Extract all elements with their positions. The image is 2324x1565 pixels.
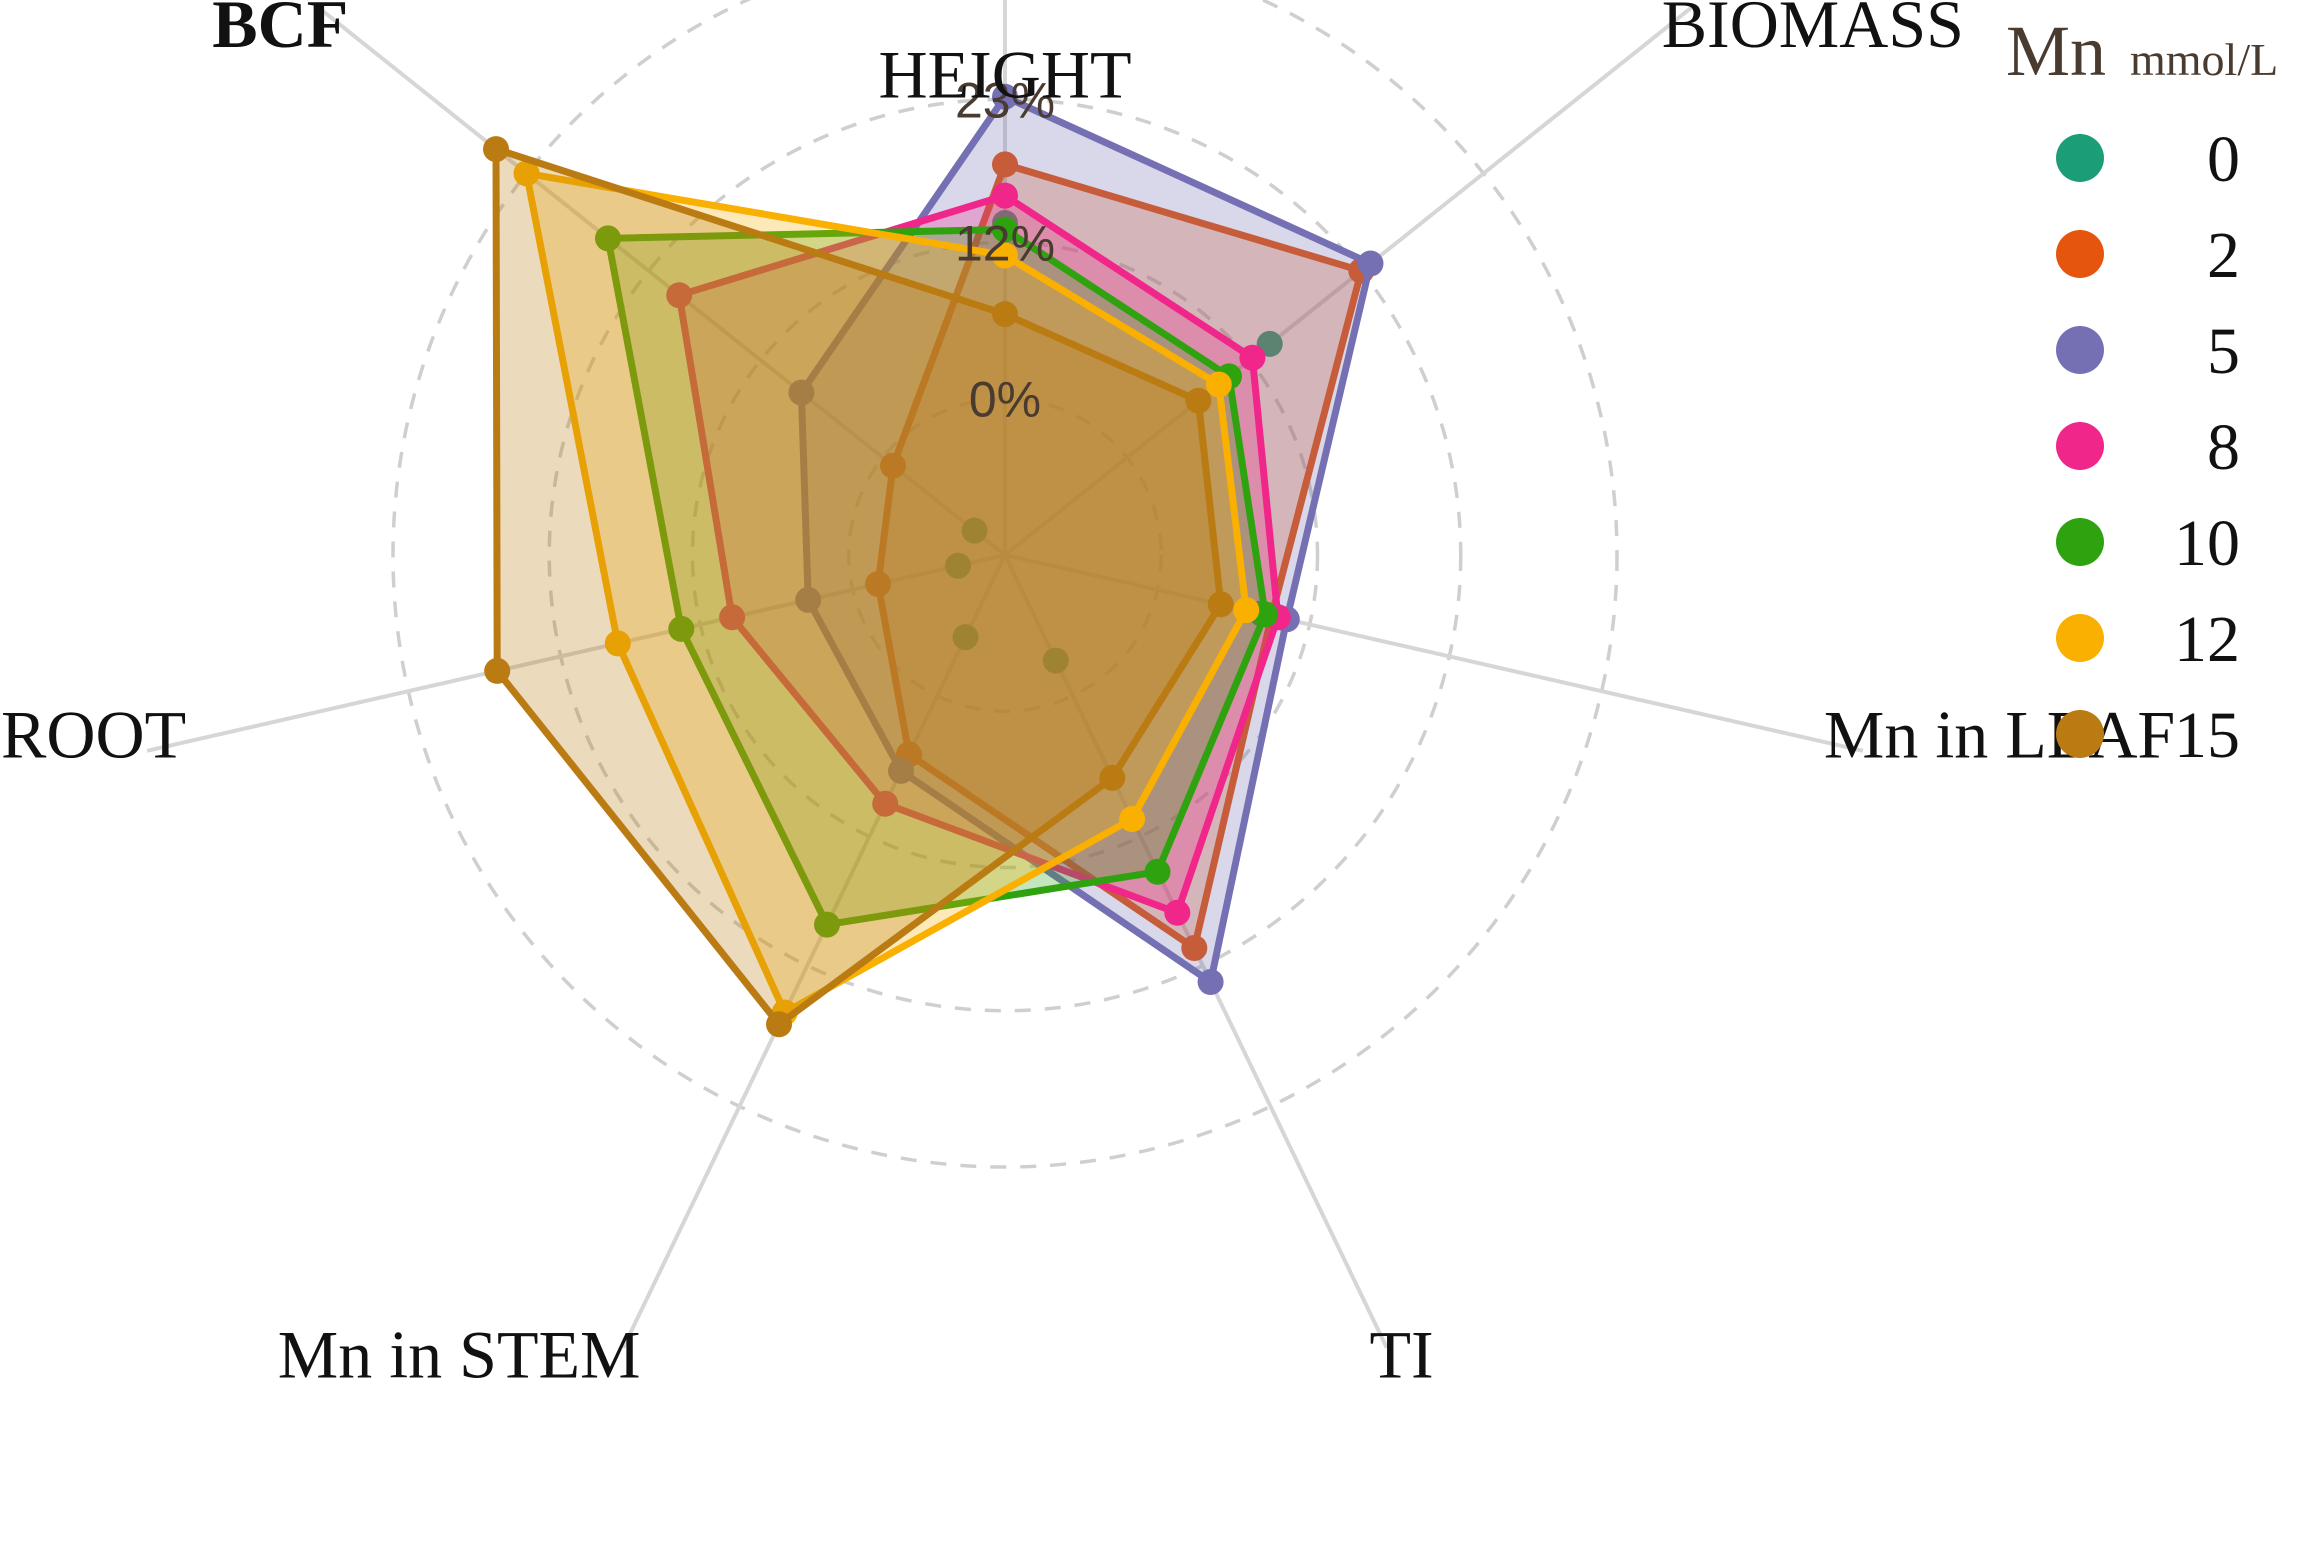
point-8-biomass: [1239, 344, 1266, 371]
series-12: [513, 160, 1260, 1026]
point-2-height: [992, 151, 1018, 178]
grid-circle-23: [547, 97, 1463, 1013]
point-5-height: [992, 83, 1018, 110]
tick-label-12: 12%: [955, 215, 1055, 271]
legend-label-5: 5: [2207, 315, 2240, 388]
radial-tick-labels: 0%12%23%35%: [955, 72, 1055, 428]
legend-swatch-2: [2056, 230, 2104, 278]
point-0-bcf: [961, 517, 988, 544]
point-5-mn-in-root: [795, 586, 822, 613]
legend-label-10: 10: [2174, 507, 2240, 580]
series-15: [483, 136, 1234, 1038]
series-polygon-12: [523, 169, 1250, 1016]
legend-label-15: 15: [2174, 699, 2240, 772]
point-15-bcf: [483, 136, 509, 163]
point-15-biomass: [1185, 387, 1212, 414]
point-10-bcf: [595, 225, 621, 252]
legend-title-unit: mmol/L: [2130, 34, 2278, 85]
point-15-mn-in-root: [484, 657, 511, 684]
grid-circle-0: [846, 396, 1164, 714]
point-12-ti: [1119, 806, 1146, 832]
point-12-mn-in-root: [604, 630, 631, 657]
point-5-bcf: [788, 379, 815, 406]
legend-label-8: 8: [2207, 411, 2240, 484]
point-5-biomass: [1357, 250, 1384, 277]
legend-swatch-5: [2056, 326, 2104, 374]
legend-swatch-8: [2056, 422, 2104, 470]
axis-labels: HEIGHT BIOMASS Mn in LEAF TI Mn in STEM Mn in…: [0, 0, 2175, 1392]
axis-label-ti: TI: [1370, 1316, 1434, 1392]
axis-label-mn-in-leaf: Mn in LEAF: [1824, 697, 2175, 773]
point-0-biomass: [1256, 330, 1283, 357]
point-5-mn-in-stem: [888, 757, 914, 784]
point-8-ti: [1164, 899, 1191, 926]
series-layer: [483, 83, 1384, 1038]
point-10-height: [992, 216, 1018, 243]
tick-label-0: 0%: [969, 372, 1041, 428]
point-12-bcf: [513, 160, 540, 187]
tick-label-23: 23%: [955, 72, 1055, 128]
legend-label-12: 12: [2174, 603, 2240, 676]
point-8-mn-in-root: [719, 604, 746, 631]
series-polygon-15: [492, 145, 1225, 1028]
axis-label-bcf: BCF: [212, 0, 348, 62]
point-15-mn-in-stem: [766, 1011, 792, 1038]
point-15-mn-in-leaf: [1207, 591, 1234, 618]
spoke-mn-in-root: [146, 553, 1006, 753]
point-2-mn-in-root: [865, 571, 892, 597]
point-2-ti: [1181, 935, 1208, 961]
spoke-biomass: [1003, 4, 1695, 557]
legend-label-2: 2: [2207, 219, 2240, 292]
point-10-mn-in-stem: [814, 911, 840, 938]
point-5-ti: [1197, 969, 1224, 995]
point-0-mn-in-stem: [952, 624, 979, 651]
series-8: [666, 182, 1291, 926]
grid-circle-35: [391, 0, 1619, 1169]
radial-grid: [391, 0, 1619, 1169]
point-12-height: [992, 242, 1018, 269]
point-0-mn-in-root: [945, 552, 971, 579]
axis-label-height: HEIGHT: [878, 37, 1131, 113]
legend-swatch-10: [2056, 518, 2104, 566]
point-10-ti: [1144, 858, 1171, 885]
legend-title-mn: Mn: [2006, 11, 2106, 91]
point-2-bcf: [880, 452, 906, 479]
point-10-mn-in-root: [668, 615, 695, 642]
legend-swatch-12: [2056, 614, 2104, 662]
spoke-mn-in-leaf: [1004, 553, 1864, 753]
point-8-height: [992, 182, 1018, 209]
point-15-height: [992, 301, 1018, 328]
point-15-ti: [1099, 764, 1126, 791]
legend-label-0: 0: [2207, 123, 2240, 196]
point-8-bcf: [666, 282, 693, 309]
axis-label-mn-in-root: Mn in ROOT: [0, 697, 186, 773]
legend: Mn mmol/L 0 2 5 8 10 12 15: [2006, 11, 2278, 772]
legend-swatch-0: [2056, 134, 2104, 182]
point-12-biomass: [1205, 371, 1232, 398]
axis-label-biomass: BIOMASS: [1662, 0, 1964, 62]
point-12-mn-in-leaf: [1233, 597, 1260, 624]
spoke-mn-in-stem: [621, 554, 1007, 1349]
point-0-ti: [1042, 647, 1069, 674]
axis-label-mn-in-stem: Mn in STEM: [278, 1316, 641, 1392]
point-8-mn-in-stem: [872, 790, 899, 817]
legend-swatch-15: [2056, 710, 2104, 758]
series-polygon-8: [675, 192, 1282, 917]
